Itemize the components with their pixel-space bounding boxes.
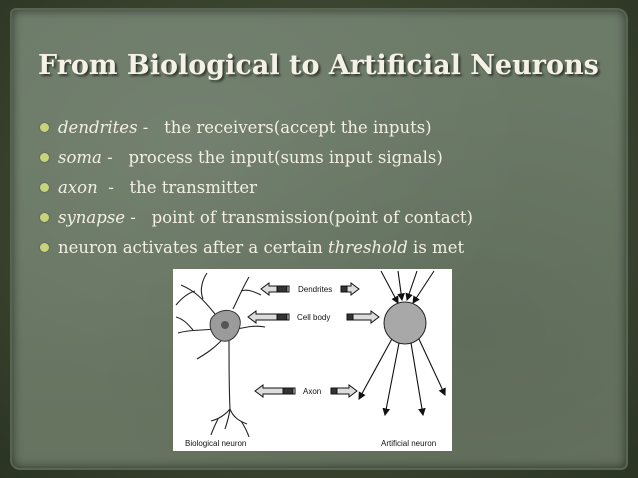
bullet-dot-icon: [40, 152, 49, 162]
bullet-separator: -: [137, 117, 165, 137]
bullet-term: synapse: [58, 207, 126, 227]
bullet-item-soma: soma - process the input(sums input sign…: [40, 142, 473, 172]
bullet-item-threshold: neuron activates after a certain thresho…: [40, 232, 473, 262]
label-arrows: [247, 282, 380, 398]
bullet-text-pre: neuron activates after a certain: [58, 237, 329, 257]
neuron-diagram: Dendrites Cell body Axon Biological neur…: [175, 270, 446, 448]
bullet-emphasis: threshold: [328, 237, 408, 257]
bullet-separator: -: [101, 147, 129, 167]
slide-title: From Biological to Artificial Neurons: [38, 50, 599, 81]
bullet-description: point of transmission(point of contact): [151, 207, 473, 227]
bullet-description: the receivers(accept the inputs): [164, 117, 432, 137]
bullet-dot-icon: [40, 122, 49, 132]
bullet-dot-icon: [40, 182, 49, 192]
artificial-neuron-caption: Artificial neuron: [381, 439, 436, 448]
bullet-description: process the input(sums input signals): [128, 147, 443, 167]
artificial-neuron-node: [383, 301, 427, 345]
bullet-separator: -: [125, 207, 152, 227]
bullet-item-axon: axon - the transmitter: [40, 172, 473, 202]
neuron-figure: Dendrites Cell body Axon Biological neur…: [173, 269, 452, 451]
bullet-item-dendrites: dendrites - the receivers(accept the inp…: [40, 112, 473, 142]
bullet-dot-icon: [40, 242, 49, 252]
cell-body-label: Cell body: [297, 313, 330, 322]
dendrites-label: Dendrites: [298, 285, 332, 294]
biological-neuron-drawing: [175, 272, 266, 438]
bullet-term: axon: [58, 177, 98, 197]
bullet-description: the transmitter: [129, 177, 258, 197]
bullet-term: soma: [58, 147, 102, 167]
biological-neuron-caption: Biological neuron: [185, 439, 246, 448]
artificial-neuron-drawing: [358, 270, 446, 417]
bullet-text-post: is met: [407, 237, 465, 257]
bullet-list: dendrites - the receivers(accept the inp…: [40, 112, 473, 262]
bullet-term: dendrites: [58, 117, 138, 137]
bullet-item-synapse: synapse - point of transmission(point of…: [40, 202, 473, 232]
nucleus-shape: [221, 321, 229, 329]
axon-label: Axon: [303, 387, 321, 396]
bullet-separator: -: [97, 177, 130, 197]
bullet-dot-icon: [40, 212, 49, 222]
